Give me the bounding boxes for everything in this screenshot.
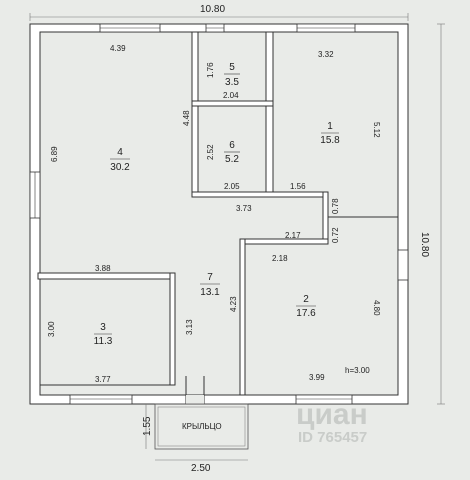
window-bottom-right: [295, 394, 353, 405]
dim-r2-top: 2.18: [272, 254, 288, 263]
window-bottom-left: [69, 394, 133, 405]
dim-r2-right: 4.80: [372, 300, 381, 316]
dimension-labels: 4.39 6.89 4.48 1.76 2.04 2.52 2.05 3.32 …: [47, 44, 381, 384]
room-6-area: 5.2: [225, 154, 239, 165]
room-5-number: 5: [229, 62, 235, 73]
room-1-number: 1: [327, 121, 333, 132]
porch-width-label: 2.50: [191, 463, 211, 474]
room-5-area: 3.5: [225, 77, 239, 88]
overall-width-label: 10.80: [200, 4, 225, 15]
room-7-area: 13.1: [200, 287, 220, 298]
room-2-number: 2: [303, 294, 309, 305]
ceiling-height-label: h=3.00: [345, 366, 370, 375]
cian-watermark: циан ID 765457: [296, 398, 368, 446]
room-3-area: 11.3: [94, 336, 113, 347]
dim-r1-right: 5.12: [372, 122, 381, 138]
room-2-area: 17.6: [296, 308, 316, 319]
watermark-brand: циан: [296, 398, 368, 431]
dim-r3-bottom: 3.77: [95, 375, 111, 384]
dim-corr-d: 2.17: [285, 231, 301, 240]
porch-depth-label: 1.55: [142, 416, 153, 436]
watermark-id: ID 765457: [298, 429, 367, 446]
interior-walls: [37, 31, 329, 396]
exterior-walls: [29, 23, 409, 405]
dim-r3-right: 3.13: [185, 319, 194, 335]
dim-corr-c: 0.78: [331, 198, 340, 214]
window-right: [397, 249, 409, 281]
dim-r1-top: 3.32: [318, 50, 334, 59]
porch: [154, 403, 249, 450]
overall-height-label: 10.80: [419, 232, 430, 257]
room-1-area: 15.8: [320, 135, 340, 146]
dim-r2-left: 4.23: [229, 296, 238, 312]
dim-r4-left: 6.89: [50, 146, 59, 162]
room-6-number: 6: [229, 140, 235, 151]
dim-r2-bottom: 3.99: [309, 373, 325, 382]
dim-r4-right: 4.48: [182, 110, 191, 126]
thin-partitions: [40, 216, 398, 386]
room-4-area: 30.2: [110, 162, 130, 173]
room-4-number: 4: [117, 147, 123, 158]
dim-r5-side: 1.76: [206, 62, 215, 78]
dim-r6-side: 2.52: [206, 144, 215, 160]
dim-corr-e: 0.72: [331, 227, 340, 243]
porch-label: КРЫЛЬЦО: [182, 422, 222, 431]
dim-corr-b: 3.73: [236, 204, 252, 213]
room-labels: 4 30.2 5 3.5 6 5.2 1 15.8 7 13.1 2 17.6 …: [94, 62, 341, 347]
room-7-number: 7: [207, 272, 213, 283]
entrance-door: [185, 376, 205, 404]
dim-r6-bottom: 2.05: [224, 182, 240, 191]
dim-r5-bottom: 2.04: [223, 91, 239, 100]
dim-r3-left: 3.00: [47, 321, 56, 337]
windows: [29, 23, 409, 405]
room-3-number: 3: [100, 322, 106, 333]
dim-r3-top: 3.88: [95, 264, 111, 273]
dim-r4-top: 4.39: [110, 44, 126, 53]
dim-corr-a: 1.56: [290, 182, 306, 191]
